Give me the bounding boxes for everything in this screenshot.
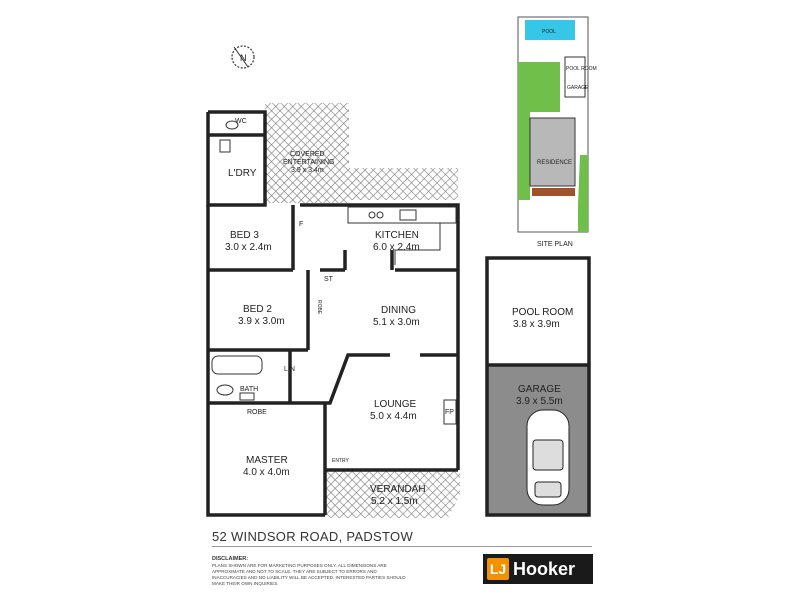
bathroom-fixtures bbox=[211, 120, 263, 401]
label-kitchen-dims: 6.0 x 2.4m bbox=[373, 242, 420, 253]
label-lounge: LOUNGE bbox=[374, 399, 417, 410]
site-pool bbox=[525, 20, 575, 40]
fireplace bbox=[443, 399, 457, 425]
kitchen-bench bbox=[347, 206, 457, 265]
logo-text: Hooker bbox=[513, 558, 576, 579]
label-master-dims: 4.0 x 4.0m bbox=[243, 467, 290, 478]
label-bed3-dims: 3.0 x 2.4m bbox=[225, 242, 272, 253]
label-laundry: L'DRY bbox=[228, 168, 257, 179]
label-wc: WC bbox=[235, 118, 247, 125]
label-covered: COVERED bbox=[290, 151, 325, 158]
label-pool-room: POOL ROOM bbox=[512, 307, 573, 318]
label-bed2-dims: 3.9 x 3.0m bbox=[238, 316, 285, 327]
site-garage-label: GARAGE bbox=[567, 85, 589, 91]
label-robe-bed2: ROBE bbox=[316, 300, 322, 315]
label-entry: ENTRY bbox=[332, 458, 350, 464]
label-linen: LIN bbox=[284, 366, 295, 373]
label-pool-room-dims: 3.8 x 3.9m bbox=[513, 319, 560, 330]
verandah-area bbox=[325, 470, 460, 518]
compass-icon: N bbox=[231, 45, 255, 69]
label-kitchen: KITCHEN bbox=[375, 230, 419, 241]
covered-entertaining-area bbox=[265, 103, 349, 203]
label-garage: GARAGE bbox=[518, 384, 561, 395]
site-residence bbox=[529, 117, 576, 187]
site-plan: POOL POOL ROOM GARAGE RESIDENCE SITE PLA… bbox=[517, 16, 597, 248]
label-fireplace: FP bbox=[445, 409, 454, 416]
label-st: ST bbox=[324, 276, 334, 283]
label-entertaining: ENTERTAINING bbox=[283, 159, 334, 166]
room-labels: WC COVERED ENTERTAINING 3.9 x 3.4m L'DRY… bbox=[225, 118, 573, 507]
label-fridge: F bbox=[299, 221, 303, 228]
disclaimer-title: DISCLAIMER: bbox=[212, 556, 249, 562]
site-pool-label: POOL bbox=[542, 29, 556, 35]
label-lounge-dims: 5.0 x 4.4m bbox=[370, 411, 417, 422]
label-bath: BATH bbox=[240, 386, 258, 393]
outbuilding bbox=[485, 256, 591, 517]
site-plan-title: SITE PLAN bbox=[537, 241, 573, 248]
label-bed2: BED 2 bbox=[243, 304, 272, 315]
logo-mark: LJ bbox=[487, 558, 509, 580]
disclaimer-text: PLANS SHOWN ARE FOR MARKETING PURPOSES O… bbox=[212, 563, 406, 586]
car-icon bbox=[526, 409, 570, 506]
property-address: 52 WINDSOR ROAD, PADSTOW bbox=[212, 529, 414, 544]
label-garage-dims: 3.9 x 5.5m bbox=[516, 396, 563, 407]
label-robe-master: ROBE bbox=[247, 409, 267, 416]
label-dining: DINING bbox=[381, 305, 416, 316]
site-residence-label: RESIDENCE bbox=[537, 160, 572, 166]
label-verandah: VERANDAH bbox=[370, 484, 426, 495]
house-walls bbox=[206, 110, 460, 517]
label-covered-dims: 3.9 x 3.4m bbox=[291, 167, 324, 174]
agency-logo: LJ Hooker bbox=[483, 554, 593, 584]
site-pool-room-label: POOL ROOM bbox=[566, 66, 597, 72]
divider bbox=[212, 546, 592, 547]
label-master: MASTER bbox=[246, 455, 288, 466]
label-verandah-dims: 5.2 x 1.5m bbox=[371, 496, 418, 507]
covered-walkway bbox=[349, 168, 458, 200]
compass-label: N bbox=[240, 53, 247, 63]
label-dining-dims: 5.1 x 3.0m bbox=[373, 317, 420, 328]
label-bed3: BED 3 bbox=[230, 230, 259, 241]
